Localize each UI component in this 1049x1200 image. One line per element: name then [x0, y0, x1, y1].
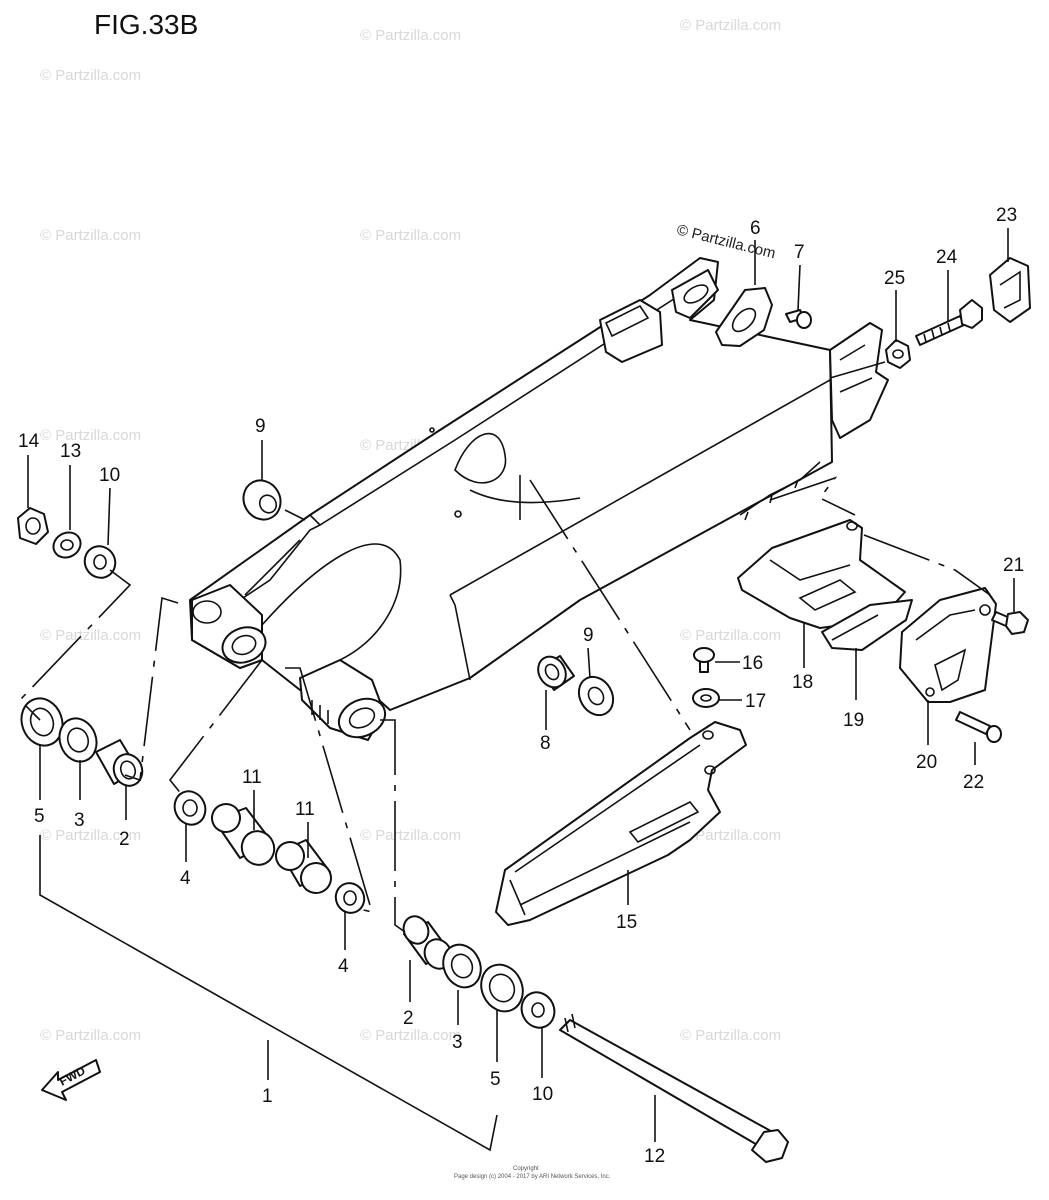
label-22: 22 [963, 772, 984, 793]
label-13: 13 [60, 441, 81, 462]
copyright-line-1: Copyright [513, 1166, 539, 1172]
figure-title: FIG.33B [94, 9, 198, 40]
part-washer-17[interactable] [692, 688, 720, 708]
watermark-text-foreground: © Partzilla.com [675, 221, 777, 262]
watermark-text: © Partzilla.com [40, 227, 141, 244]
watermark-text: © Partzilla.com [40, 627, 141, 644]
part-dust-seal-9a[interactable] [236, 474, 287, 527]
part-adjuster-plate[interactable] [715, 287, 773, 347]
label-18: 18 [792, 672, 813, 693]
part-bolt-21[interactable] [991, 611, 1029, 635]
watermark-text: © Partzilla.com [40, 1027, 141, 1044]
label-17: 17 [745, 691, 766, 712]
watermark-text: © Partzilla.com [40, 427, 141, 444]
label-5: 5 [34, 806, 45, 827]
watermark-text: © Partzilla.com [360, 1027, 461, 1044]
part-collar-11a[interactable] [207, 799, 279, 870]
label-9: 9 [583, 625, 594, 646]
label-8: 8 [540, 733, 551, 754]
label-5: 5 [490, 1069, 501, 1090]
part-labels: 14 13 10 9 6 7 25 24 23 21 16 17 9 8 18 … [18, 205, 1024, 1167]
label-4: 4 [338, 956, 349, 977]
label-21: 21 [1003, 555, 1024, 576]
part-bearing-3a[interactable] [54, 713, 103, 767]
assembly-lines [18, 361, 991, 933]
part-screw-16[interactable] [693, 647, 715, 673]
part-washer-10a[interactable] [79, 541, 121, 584]
label-4: 4 [180, 868, 191, 889]
watermark-text: © Partzilla.com [360, 227, 461, 244]
label-14: 14 [18, 431, 40, 452]
label-11: 11 [242, 767, 262, 788]
part-bearing-3b[interactable] [436, 938, 487, 993]
label-16: 16 [742, 653, 763, 674]
watermark-text: © Partzilla.com [680, 827, 781, 844]
label-3: 3 [74, 810, 85, 831]
label-15: 15 [616, 912, 637, 933]
label-12: 12 [644, 1146, 665, 1167]
label-19: 19 [843, 710, 864, 731]
label-24: 24 [936, 247, 958, 268]
part-seal-4a[interactable] [169, 786, 211, 829]
part-dust-seal-9b[interactable] [572, 671, 620, 722]
part-chain-guide-plate[interactable] [899, 587, 997, 703]
part-nut-14[interactable] [17, 507, 49, 545]
part-spacer-2a[interactable] [95, 739, 147, 790]
part-seal-5b[interactable] [474, 958, 531, 1018]
part-collar-11b[interactable] [271, 837, 336, 898]
part-washer-10b[interactable] [516, 987, 560, 1033]
part-chain-guard[interactable] [495, 721, 747, 926]
label-23: 23 [996, 205, 1017, 226]
watermark-text: © Partzilla.com [40, 827, 141, 844]
part-adjuster-bolt-24[interactable] [915, 299, 983, 346]
part-nut-25[interactable] [885, 339, 911, 369]
part-bearing-8[interactable] [533, 652, 575, 693]
label-10: 10 [532, 1084, 553, 1105]
watermark-text: © Partzilla.com [680, 17, 781, 34]
label-6: 6 [750, 218, 761, 239]
part-seal-4b[interactable] [331, 878, 369, 917]
copyright-line-2: Page design (c) 2004 - 2017 by ARI Netwo… [454, 1174, 611, 1180]
part-bolt-7[interactable] [785, 309, 812, 329]
part-spacer-2b[interactable] [399, 912, 456, 973]
part-bolt-22[interactable] [955, 711, 1002, 743]
label-3: 3 [452, 1032, 463, 1053]
label-20: 20 [916, 752, 937, 773]
label-7: 7 [794, 242, 805, 263]
label-11: 11 [295, 799, 315, 820]
part-swingarm[interactable] [189, 257, 889, 744]
watermark-text: © Partzilla.com [40, 67, 141, 84]
label-2: 2 [119, 829, 130, 850]
part-chain-puller-23[interactable] [989, 257, 1031, 323]
label-10: 10 [99, 465, 120, 486]
label-2: 2 [403, 1008, 414, 1029]
watermark-text: © Partzilla.com [680, 1027, 781, 1044]
part-seal-5a[interactable] [15, 693, 69, 752]
watermark-text: © Partzilla.com [360, 827, 461, 844]
part-pivot-shaft[interactable] [559, 1013, 789, 1163]
label-9: 9 [255, 416, 266, 437]
part-washer-13[interactable] [49, 528, 85, 563]
label-25: 25 [884, 268, 905, 289]
label-1: 1 [262, 1086, 273, 1107]
part-chain-slide-lower[interactable] [821, 599, 913, 651]
leader-lines [27, 228, 1015, 1152]
forward-arrow-icon: FWD [41, 1059, 101, 1101]
watermark-text: © Partzilla.com [360, 27, 461, 44]
watermark-text: © Partzilla.com [680, 627, 781, 644]
part-chain-slide[interactable] [737, 519, 906, 629]
